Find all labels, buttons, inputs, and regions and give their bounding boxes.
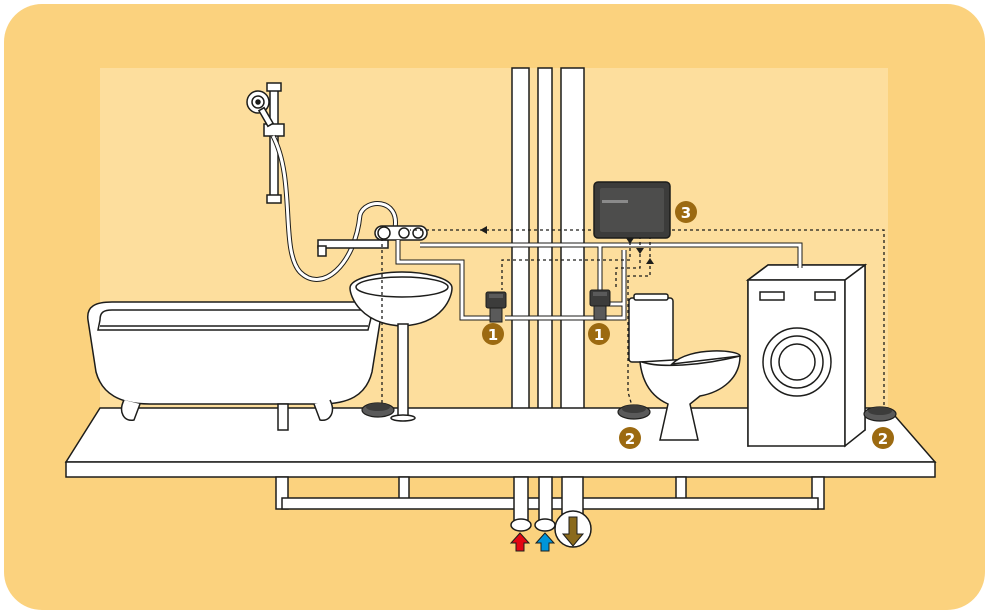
- washing-machine: [748, 265, 865, 446]
- leak-sensor-washer: [864, 407, 896, 421]
- callout-valve-right-label: 1: [594, 326, 604, 344]
- callout-sensor-toilet-label: 2: [625, 430, 635, 448]
- callout-sensor-washer: 2: [872, 427, 894, 449]
- callout-valve-left: 1: [482, 323, 504, 345]
- callout-sensor-washer-label: 2: [878, 430, 888, 448]
- callout-valve-right: 1: [588, 323, 610, 345]
- drain-riser: [561, 68, 584, 440]
- callout-valve-left-label: 1: [488, 326, 498, 344]
- risers: [512, 68, 584, 440]
- hot-riser: [512, 68, 529, 440]
- callout-controller: 3: [675, 201, 697, 223]
- leak-sensor-bath: [362, 403, 394, 417]
- callout-controller-label: 3: [681, 204, 691, 222]
- control-unit: [594, 182, 670, 238]
- cold-riser: [538, 68, 552, 440]
- callout-sensor-toilet: 2: [619, 427, 641, 449]
- leak-sensor-toilet: [618, 405, 650, 419]
